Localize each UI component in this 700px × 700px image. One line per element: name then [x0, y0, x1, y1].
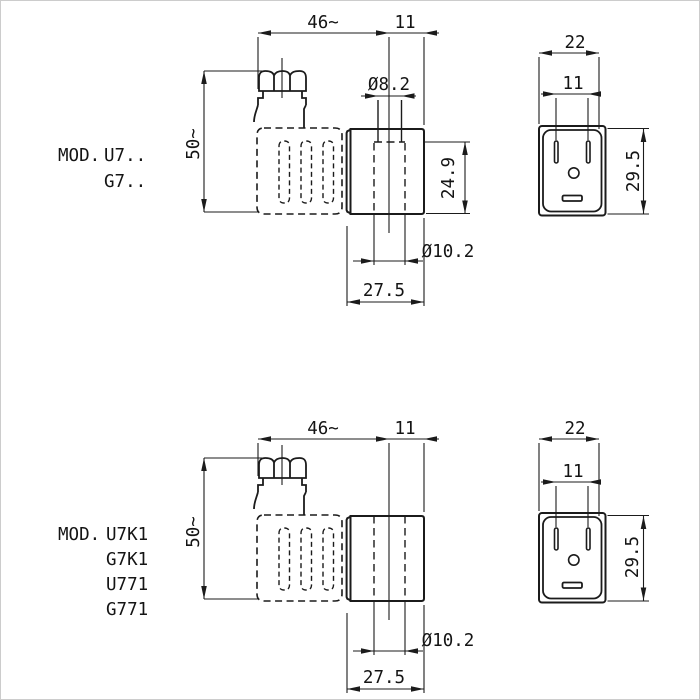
pin-left — [553, 140, 559, 164]
dim-value-11: 11 — [394, 419, 415, 439]
dim-extension-lines — [555, 486, 589, 527]
pin-right — [585, 140, 591, 164]
bottom-dim-overall-width: 46~ 11 — [257, 419, 439, 512]
vent-slots — [278, 527, 335, 591]
dim-extension-lines — [425, 141, 470, 215]
top-dim-front-width: 22 — [538, 33, 600, 129]
dim-value-295: 29.5 — [623, 536, 643, 578]
dim-arrowheads — [361, 258, 418, 264]
boss-body-outline — [349, 515, 425, 602]
top-dim-overall-width: 46~ 11 — [257, 13, 439, 125]
dim-value-11: 11 — [562, 74, 583, 94]
bore-extension-lines — [373, 214, 406, 265]
center-screw-hole — [567, 167, 580, 180]
top-drawing: MOD. U7.. G7.. 46~ 11 — [58, 13, 649, 306]
bottom-side-view — [253, 443, 425, 655]
connector-inner-face — [542, 516, 603, 600]
dim-value-11: 11 — [394, 13, 415, 33]
model-prefix: MOD. — [58, 525, 100, 545]
model-name: G7.. — [104, 172, 146, 192]
top-dim-bore-depth: 24.9 — [425, 141, 470, 215]
model-prefix: MOD. — [58, 146, 100, 166]
top-dim-height-50: 50~ — [184, 70, 263, 213]
dim-value-50: 50~ — [184, 516, 204, 548]
connector-outer-face — [538, 512, 607, 604]
boss-flange-edge — [345, 515, 351, 602]
dim-value-22: 22 — [564, 419, 585, 439]
dim-extension-lines — [257, 443, 425, 512]
model-name: U7K1 — [106, 525, 148, 545]
dim-extension-lines — [204, 457, 263, 600]
housing-dashed-outline — [256, 127, 343, 215]
top-front-view: 22 11 29.5 — [538, 33, 649, 217]
dim-extension-lines — [346, 218, 425, 306]
model-name: U771 — [106, 575, 148, 595]
bore-extension-lines — [373, 601, 406, 655]
model-name: G771 — [106, 600, 148, 620]
bore-hidden-lines — [373, 516, 406, 601]
dim-value-50: 50~ — [184, 128, 204, 160]
housing-dashed-outline — [256, 514, 343, 602]
bottom-dim-front-width: 22 — [538, 419, 600, 516]
dim-value-46: 46~ — [307, 13, 339, 33]
dim-arrowheads — [365, 93, 415, 99]
top-side-view — [253, 37, 425, 265]
dim-extension-lines — [204, 70, 263, 213]
bottom-dim-pin-spacing: 11 — [541, 462, 601, 527]
bottom-front-view: 22 11 29.5 — [538, 419, 649, 604]
top-dim-body-depth: 27.5 — [346, 218, 425, 306]
dim-arrowheads — [539, 436, 599, 442]
bottom-dim-body-depth: 27.5 — [346, 605, 425, 693]
top-dim-front-height: 29.5 — [607, 127, 649, 215]
ground-slot — [561, 194, 583, 202]
connector-outer-face — [538, 125, 607, 217]
dim-extension-lines — [538, 443, 600, 516]
model-name: G7K1 — [106, 550, 148, 570]
boss-body-outline — [349, 128, 425, 215]
top-dim-bore-dia: Ø10.2 — [353, 242, 474, 264]
dim-value-295: 29.5 — [624, 150, 644, 192]
dim-arrowheads — [361, 648, 418, 654]
dim-arrowheads — [543, 479, 601, 485]
dim-value-275: 27.5 — [363, 281, 405, 301]
pin-right — [585, 527, 591, 551]
dim-extension-lines — [607, 514, 649, 602]
dim-value-d102: Ø10.2 — [422, 631, 475, 651]
cable-hole-edges — [377, 100, 403, 142]
connector-inner-face — [542, 129, 603, 213]
model-name: U7.. — [104, 146, 146, 166]
dim-value-249: 24.9 — [439, 157, 459, 199]
ground-slot — [561, 581, 583, 589]
cable-gland-outline — [253, 457, 307, 515]
dim-arrowheads — [543, 91, 601, 97]
bottom-drawing: MOD. U7K1 G7K1 U771 G771 46~ 11 — [58, 419, 649, 693]
dim-value-d102: Ø10.2 — [422, 242, 475, 262]
dim-value-22: 22 — [564, 33, 585, 53]
dim-value-d82: Ø8.2 — [368, 75, 410, 95]
dim-extension-lines — [607, 127, 649, 215]
dim-extension-lines — [257, 37, 425, 125]
dim-arrowheads — [539, 50, 599, 56]
dim-value-275: 27.5 — [363, 668, 405, 688]
pin-left — [553, 527, 559, 551]
cable-gland-outline — [253, 70, 307, 128]
bottom-model-label: MOD. U7K1 G7K1 U771 G771 — [58, 525, 148, 620]
dim-value-46: 46~ — [307, 419, 339, 439]
top-model-label: MOD. U7.. G7.. — [58, 146, 146, 192]
boss-flange-edge — [345, 128, 351, 215]
center-screw-hole — [567, 553, 580, 566]
dim-value-11: 11 — [562, 462, 583, 482]
top-dim-cable-hole: Ø8.2 — [361, 75, 416, 99]
dim-extension-lines — [346, 605, 425, 693]
bottom-dim-height-50: 50~ — [184, 457, 263, 600]
vent-slots — [278, 140, 335, 204]
top-dim-pin-spacing: 11 — [541, 74, 601, 140]
bottom-dim-front-height: 29.5 — [607, 514, 649, 602]
bottom-dim-bore-dia: Ø10.2 — [353, 631, 474, 654]
dim-extension-lines — [555, 98, 589, 140]
